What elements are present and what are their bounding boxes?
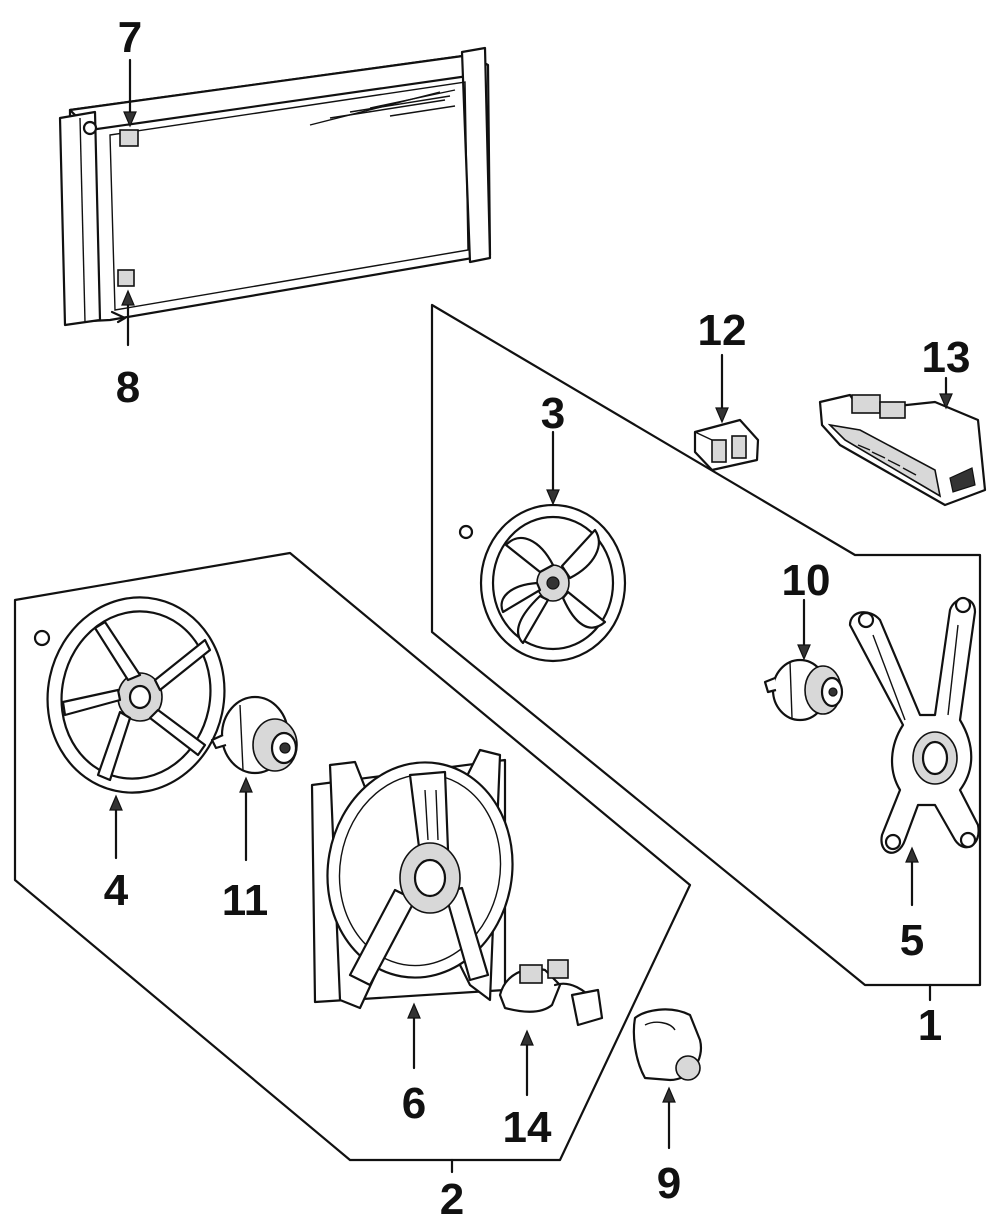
callout-8: 8 <box>116 363 140 412</box>
fan-motor-11 <box>210 695 298 775</box>
wiring-harness-14 <box>498 959 604 1027</box>
callout-4: 4 <box>104 866 129 915</box>
fan-shroud-6 <box>310 748 514 1010</box>
leader-lines <box>109 58 953 1174</box>
drain-plug-8-shape <box>117 269 135 287</box>
assembly-1-outline <box>430 303 982 987</box>
callout-10: 10 <box>782 556 831 605</box>
callout-2: 2 <box>440 1175 464 1224</box>
callout-12: 12 <box>698 306 747 355</box>
connector-13 <box>818 393 987 507</box>
callout-labels: 7 8 12 13 3 10 5 1 4 11 6 14 9 2 <box>104 13 971 1224</box>
callout-5: 5 <box>900 916 924 965</box>
callout-1: 1 <box>918 1001 942 1050</box>
callout-9: 9 <box>657 1159 681 1208</box>
fan-motor-10 <box>763 658 844 722</box>
callout-13: 13 <box>922 333 971 382</box>
callout-3: 3 <box>541 389 565 438</box>
fan-blade-4 <box>33 596 226 794</box>
motor-bracket-5 <box>848 596 980 854</box>
connector-12 <box>693 418 760 472</box>
fan-housing-9 <box>632 1008 703 1082</box>
drain-plug-7-shape <box>119 129 139 147</box>
radiator <box>58 46 492 327</box>
fan-blade-3 <box>458 503 627 663</box>
callout-7: 7 <box>118 13 142 62</box>
assembly-2-outline <box>13 551 692 1162</box>
callout-11: 11 <box>222 876 269 925</box>
callout-14: 14 <box>503 1103 552 1152</box>
callout-6: 6 <box>402 1079 426 1128</box>
